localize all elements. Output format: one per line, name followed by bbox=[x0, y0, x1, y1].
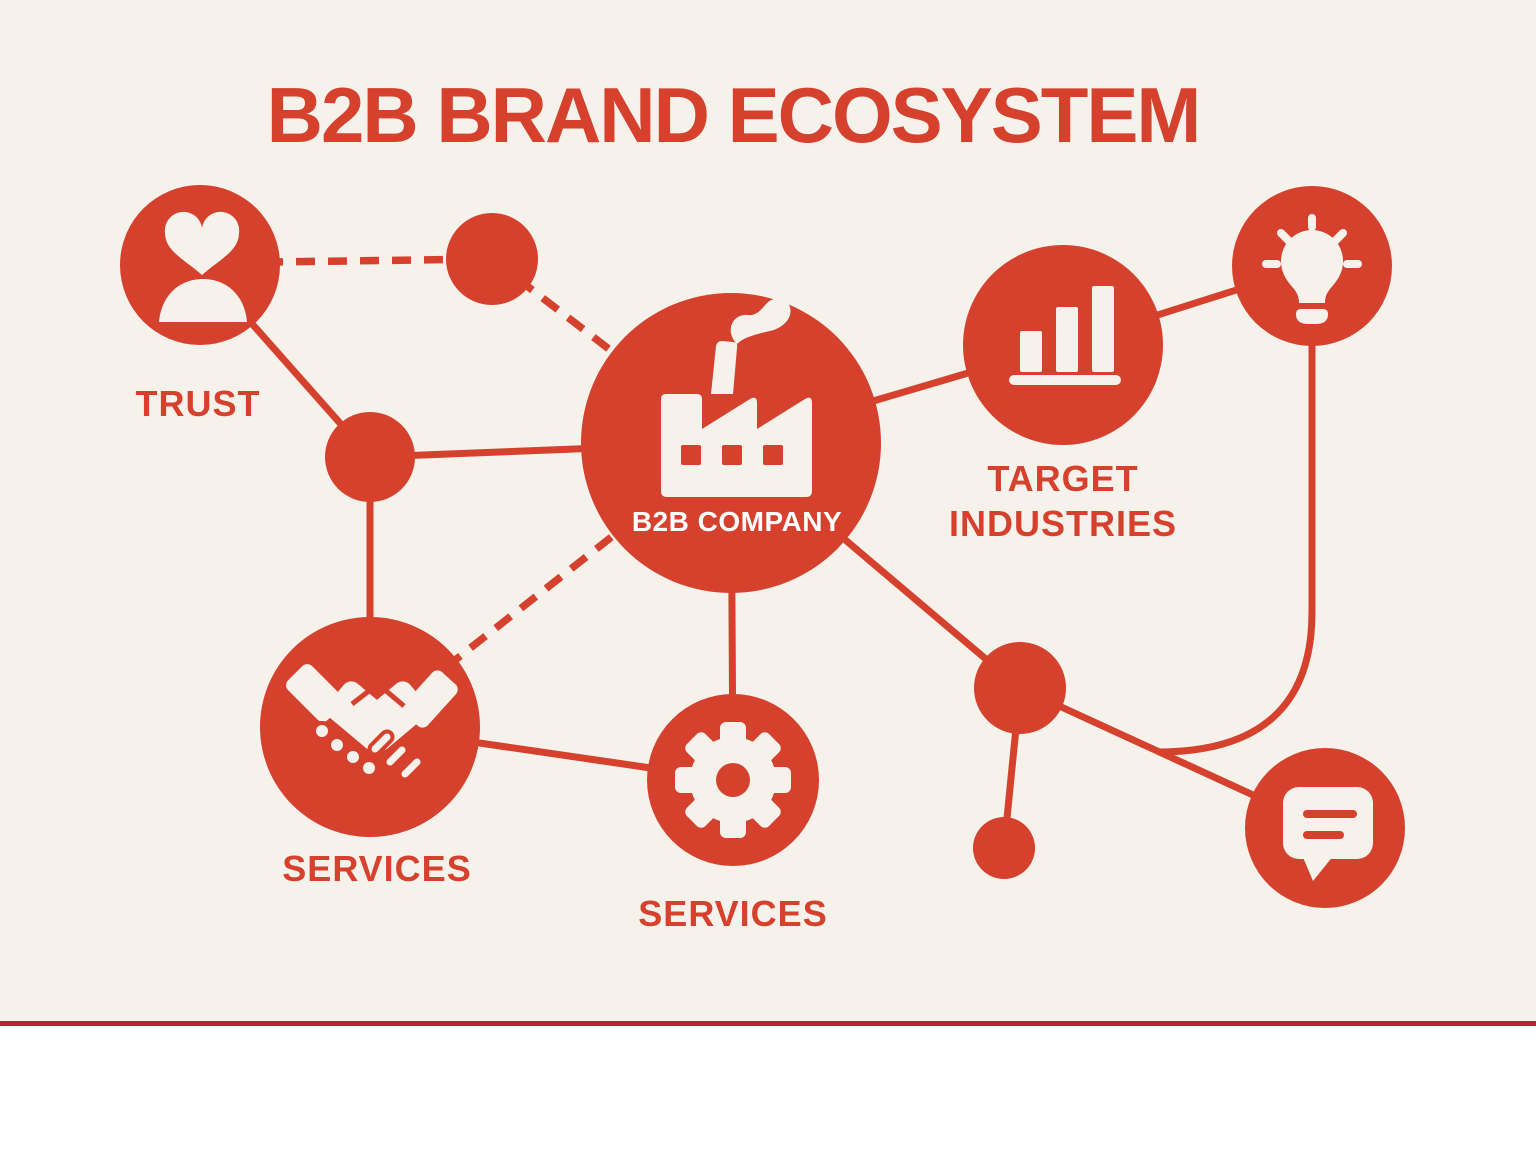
connector-small-top-circle bbox=[446, 213, 538, 305]
trust-label: TRUST bbox=[135, 383, 261, 424]
handshake-icon bbox=[286, 664, 458, 782]
person-heart-icon bbox=[159, 211, 247, 322]
connector-left-circle bbox=[325, 412, 415, 502]
connector-small-bottom-circle bbox=[973, 817, 1035, 879]
services-gear-label: SERVICES bbox=[638, 893, 828, 934]
ecosystem-diagram bbox=[120, 185, 1405, 908]
footer-divider bbox=[0, 1021, 1536, 1026]
b2b-company-label: B2B COMPANY bbox=[631, 506, 843, 537]
bar-chart-icon bbox=[1009, 286, 1121, 385]
diagram-canvas: B2B BRAND ECOSYSTEM TRUST SERVICES SERVI… bbox=[0, 0, 1536, 1021]
lightbulb-icon bbox=[1262, 214, 1362, 324]
edge-idea-chat-curve bbox=[1157, 266, 1316, 756]
services-handshake-label: SERVICES bbox=[282, 848, 472, 889]
edge-connector-company bbox=[489, 256, 734, 446]
factory-icon bbox=[661, 298, 812, 497]
connector-right-circle bbox=[974, 642, 1066, 734]
target-industries-label: TARGET INDUSTRIES bbox=[948, 458, 1178, 544]
page-title: B2B BRAND ECOSYSTEM bbox=[266, 71, 1202, 159]
chat-bubble-icon bbox=[1283, 787, 1373, 881]
footer: SocialSellinator http://socialsellinator… bbox=[0, 1026, 1536, 1154]
gear-icon bbox=[675, 722, 791, 838]
